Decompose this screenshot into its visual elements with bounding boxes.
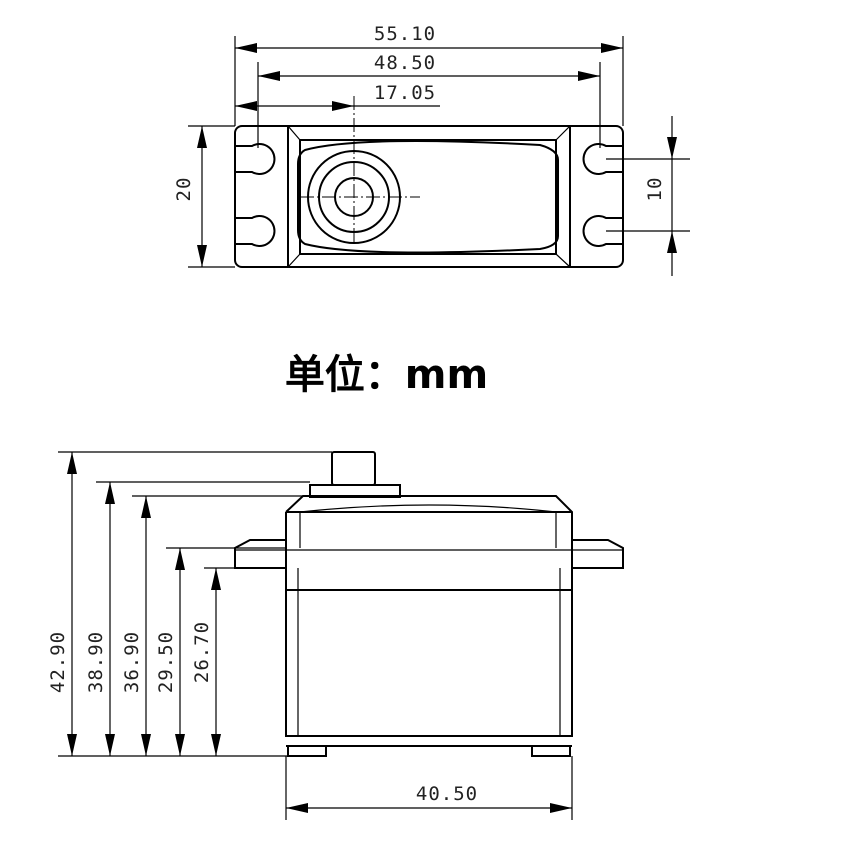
label-height-flange-bottom: 26.70: [191, 621, 213, 683]
side-extension-lines: [58, 451, 573, 820]
label-shaft-offset: 17.05: [374, 82, 436, 104]
mount-slot-top-left: [235, 143, 276, 175]
label-overall-width: 55.10: [374, 23, 436, 45]
flange-left: [234, 539, 286, 569]
upper-case: [285, 495, 573, 568]
side-view: 42.90 38.90 36.90 29.50 26.70 40.50: [47, 451, 624, 820]
foot-left: [287, 745, 327, 757]
flange-right: [572, 539, 624, 569]
label-height-flange-top: 29.50: [155, 631, 177, 693]
output-shaft: [331, 451, 376, 486]
mount-slot-bottom-right: [582, 215, 623, 247]
label-hole-spacing: 48.50: [374, 52, 436, 74]
label-hole-pitch: 10: [644, 177, 666, 202]
case-top-chamfer: [299, 139, 557, 255]
gear-cap: [297, 140, 559, 254]
upper-case-dome: [299, 504, 557, 548]
case-bevel: [287, 125, 571, 268]
case-body: [287, 126, 571, 267]
top-view: 55.10 48.50 17.05 20 10: [173, 23, 690, 276]
unit-label: 单位：mm: [284, 352, 489, 398]
lower-case: [285, 568, 573, 737]
label-body-width: 20: [173, 177, 195, 202]
label-height-spline-base: 38.90: [85, 631, 107, 693]
mount-slot-bottom-left: [235, 215, 276, 247]
extension-lines: [188, 36, 690, 268]
flange-outline: [234, 125, 624, 268]
foot-right: [531, 745, 571, 757]
label-height-case-top: 36.90: [121, 631, 143, 693]
label-case-length: 40.50: [416, 783, 478, 805]
label-height-total: 42.90: [47, 631, 69, 693]
